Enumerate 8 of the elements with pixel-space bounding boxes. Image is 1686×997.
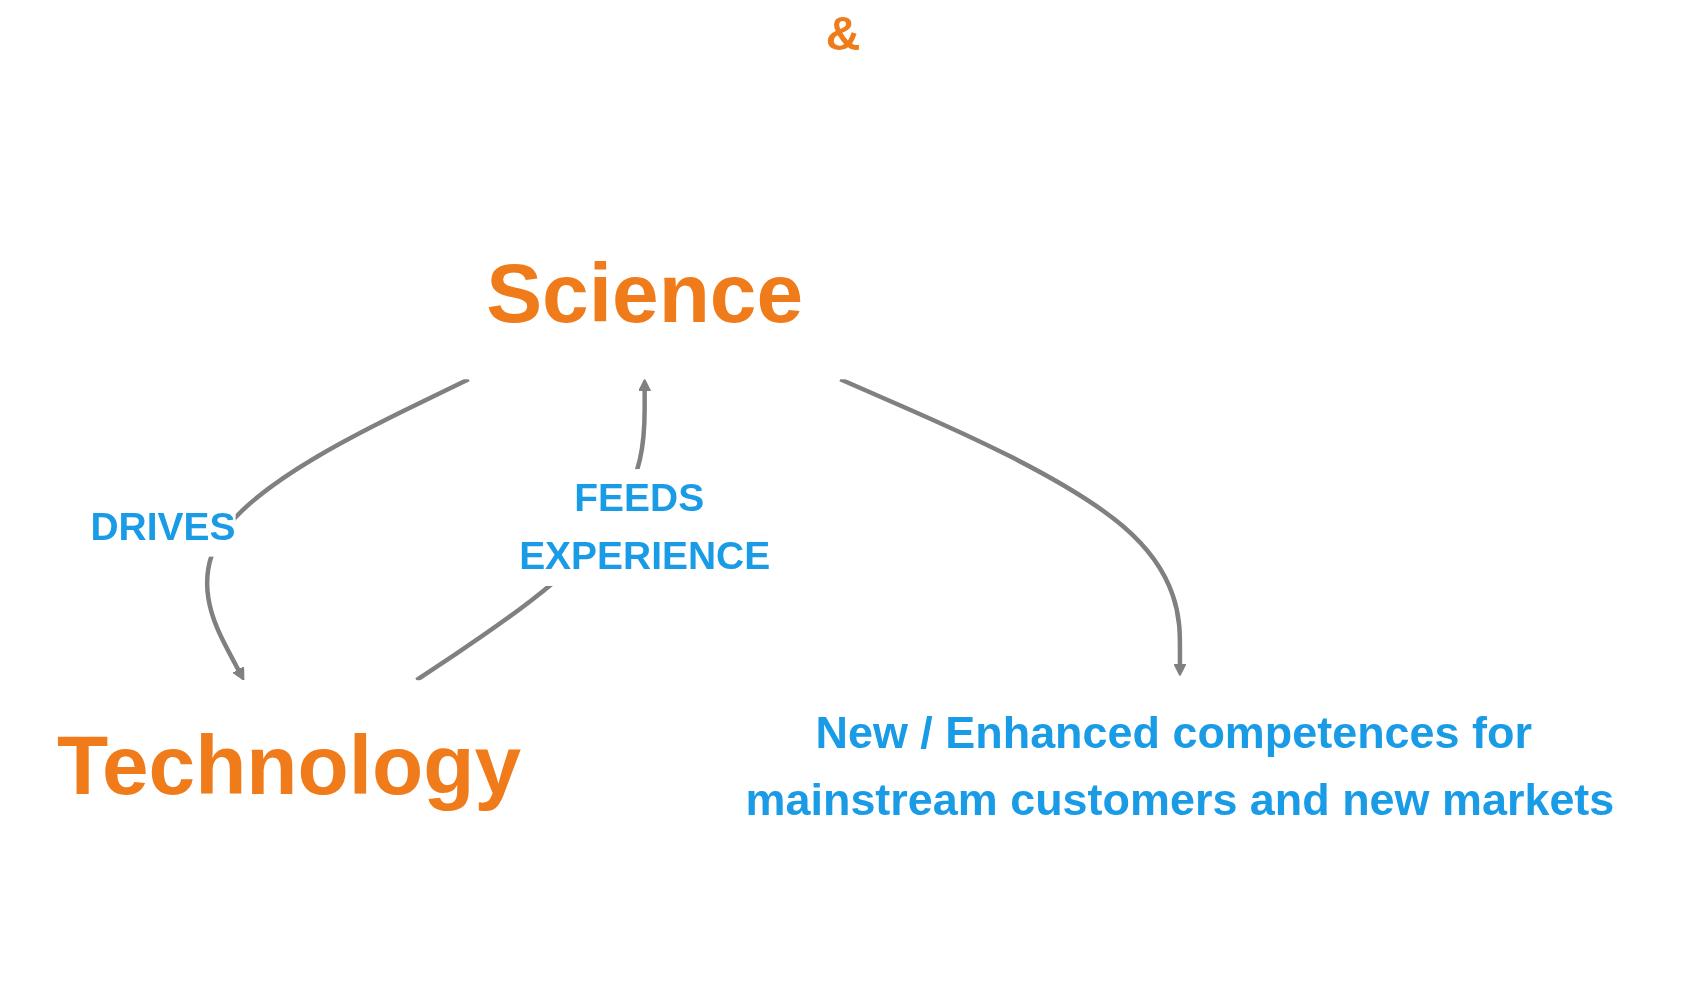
edge-label: FEEDS EXPERIENCE [519, 475, 771, 579]
node-text: Technology [56, 717, 522, 812]
arrow [205, 377, 470, 681]
edge-label: DRIVES [90, 504, 236, 550]
ampersand-label: & [825, 6, 861, 61]
arrow [839, 377, 1187, 677]
node-text: New / Enhanced competences for mainstream customers and new markets [745, 707, 1615, 824]
node-text: Science [486, 246, 804, 341]
